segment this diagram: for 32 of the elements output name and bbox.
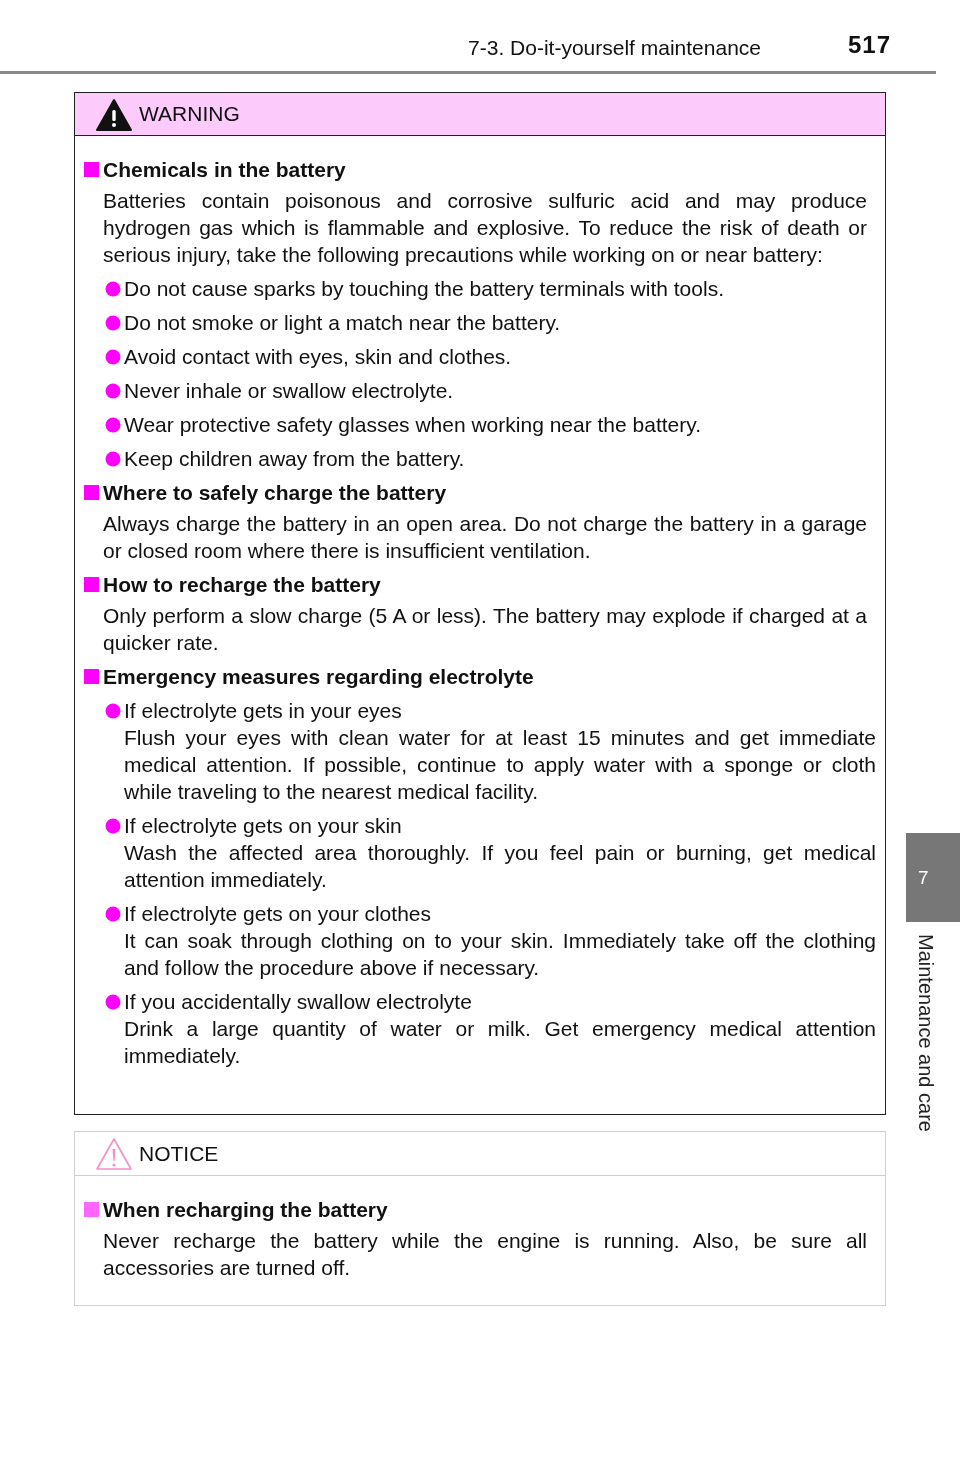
warning-panel xyxy=(74,92,886,1115)
chapter-title: Maintenance and care xyxy=(914,934,937,1132)
bullet-item: Do not cause sparks by touching the battery terminals with tools. xyxy=(124,276,724,302)
paragraph: Never recharge the battery while the engine is running. Also, be sure all accessories are turned off. xyxy=(103,1228,867,1281)
paragraph: It can soak through clothing on to your skin. Immediately take off the clothing and follow the procedure above if necessary. xyxy=(124,928,876,981)
section-heading: Where to safely charge the battery xyxy=(103,480,447,506)
bullet-item: If electrolyte gets on your skin xyxy=(124,813,402,839)
bullet-item: Avoid contact with eyes, skin and clothes. xyxy=(124,344,512,370)
bullet-item: If electrolyte gets in your eyes xyxy=(124,698,402,724)
page-number: 517 xyxy=(848,31,892,59)
warning-header xyxy=(74,92,886,136)
header-text: WARNING xyxy=(139,102,240,126)
bullet-item: If you accidentally swallow electrolyte xyxy=(124,989,472,1015)
paragraph: Batteries contain poisonous and corrosive sulfuric acid and may produce hydrogen gas which is flammable and explosive. To reduce the risk of death or serious injury, take the following precautions while working on or near battery: xyxy=(103,188,867,268)
bullet-item: Wear protective safety glasses when working near the battery. xyxy=(124,412,701,438)
chapter-tab: 7 xyxy=(906,833,960,922)
running-header: 7-3. Do-it-yourself maintenance xyxy=(468,36,761,60)
paragraph: Drink a large quantity of water or milk. Get emergency medical attention immediately. xyxy=(124,1016,876,1069)
paragraph: Always charge the battery in an open area. Do not charge the battery in a garage or closed room where there is insufficient ventilation. xyxy=(103,511,867,564)
bullet-item: If electrolyte gets on your clothes xyxy=(124,901,431,927)
paragraph: Wash the affected area thoroughly. If you feel pain or burning, get medical attention immediately. xyxy=(124,840,876,893)
bullet-item: Do not smoke or light a match near the battery. xyxy=(124,310,561,336)
paragraph: Flush your eyes with clean water for at least 15 minutes and get immediate medical attention. If possible, continue to apply water with a sponge or cloth while traveling to the nearest medical facility. xyxy=(124,725,876,805)
section-heading: Emergency measures regarding electrolyte xyxy=(103,664,534,690)
section-heading: Chemicals in the battery xyxy=(103,157,346,183)
paragraph: Only perform a slow charge (5 A or less). The battery may explode if charged at a quicker rate. xyxy=(103,603,867,656)
notice-panel xyxy=(74,1131,886,1306)
bullet-item: Keep children away from the battery. xyxy=(124,446,465,472)
bullet-item: Never inhale or swallow electrolyte. xyxy=(124,378,454,404)
header-text: NOTICE xyxy=(139,1141,219,1166)
section-heading: When recharging the battery xyxy=(103,1197,388,1223)
section-heading: How to recharge the battery xyxy=(103,572,381,598)
